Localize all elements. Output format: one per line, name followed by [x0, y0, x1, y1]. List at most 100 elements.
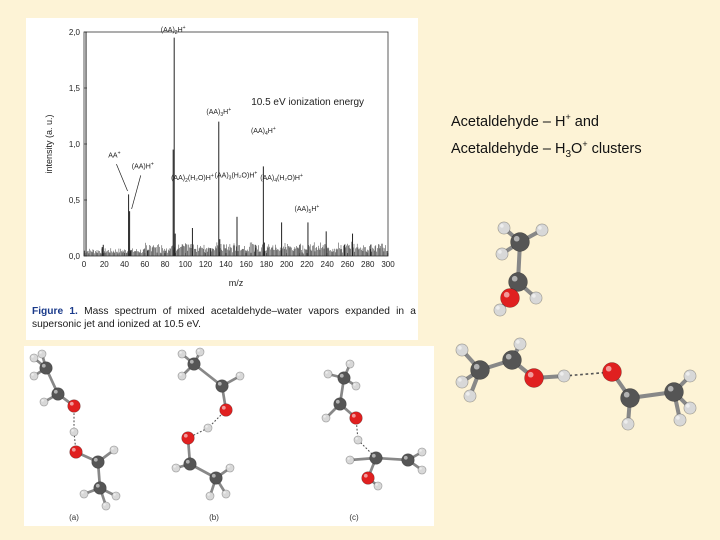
atom-highlight: [323, 415, 326, 418]
hydrogen-atom: [225, 463, 235, 473]
peak-annotation: (AA)2H+: [161, 25, 186, 36]
atom-highlight: [473, 363, 480, 370]
hydrogen-atom: [455, 375, 469, 389]
hydrogen-atom: [221, 489, 231, 499]
x-tick-label: 300: [381, 260, 395, 269]
carbon-atom: [620, 388, 640, 408]
x-tick-label: 100: [179, 260, 193, 269]
atom-highlight: [81, 491, 84, 494]
carbon-atom: [183, 457, 197, 471]
hydrogen-atom: [37, 349, 47, 359]
x-tick-label: 40: [120, 260, 129, 269]
hydrogen-atom: [203, 423, 213, 433]
hydrogen-atom: [455, 343, 469, 357]
carbon-atom: [664, 382, 684, 402]
y-tick-label: 0,0: [69, 252, 81, 261]
hydrogen-atom: [495, 247, 509, 261]
hydrogen-atom: [79, 489, 89, 499]
atom-highlight: [516, 340, 520, 344]
hydrogen-atom: [535, 223, 549, 237]
atom-highlight: [227, 465, 230, 468]
y-tick-label: 1,0: [69, 140, 81, 149]
atom-highlight: [351, 413, 356, 418]
hydrogen-atom: [69, 427, 79, 437]
y-tick-label: 1,5: [69, 84, 81, 93]
atom-highlight: [560, 372, 564, 376]
atom-highlight: [347, 457, 350, 460]
hydrogen-atom: [321, 413, 331, 423]
peak-annotations: (AA)2H+(AA)3H+(AA)4H+AA+(AA)H+(AA)2(H₂O)…: [108, 25, 319, 215]
hydrogen-atom: [497, 221, 511, 235]
hydrogen-atom: [345, 455, 355, 465]
atom-highlight: [111, 447, 114, 450]
x-tick-label: 240: [321, 260, 335, 269]
oxygen-atom: [181, 431, 195, 445]
oxygen-atom: [67, 399, 81, 413]
hydrogen-atom: [417, 465, 427, 475]
oxygen-atom: [524, 368, 544, 388]
hydrogen-atom: [493, 303, 507, 317]
hydrogen-atom: [345, 359, 355, 369]
hydrogen-atom: [205, 491, 215, 501]
oxygen-atom: [361, 471, 375, 485]
hydrogen-atom: [235, 371, 245, 381]
atom-highlight: [686, 404, 690, 408]
peak-annotation: (AA)3(H₂O)H+: [215, 171, 258, 182]
title-line-1: Acetaldehyde – H+ and: [451, 112, 599, 130]
atom-highlight: [41, 399, 44, 402]
x-tick-label: 120: [199, 260, 213, 269]
carbon-atom: [337, 371, 351, 385]
hydrogen-atom: [109, 445, 119, 455]
atom-highlight: [335, 399, 340, 404]
carbon-atom: [401, 453, 415, 467]
atom-highlight: [496, 306, 500, 310]
x-tick-label: 60: [140, 260, 149, 269]
oxygen-atom: [602, 362, 622, 382]
hydrogen-atom: [373, 481, 383, 491]
atom-highlight: [197, 349, 200, 352]
atom-highlight: [498, 250, 502, 254]
hydrogen-atom: [513, 337, 527, 351]
x-tick-label: 160: [239, 260, 253, 269]
atom-highlight: [527, 371, 534, 378]
atom-highlight: [371, 453, 376, 458]
atom-highlight: [95, 483, 100, 488]
atom-highlight: [325, 371, 328, 374]
atom-highlight: [185, 459, 190, 464]
oxygen-atom: [219, 403, 233, 417]
hydrogen-atom: [29, 371, 39, 381]
atom-highlight: [113, 493, 116, 496]
carbon-atom: [215, 379, 229, 393]
structure-label: (a): [69, 513, 79, 522]
atom-highlight: [623, 391, 630, 398]
carbon-atom: [502, 350, 522, 370]
atom-highlight: [511, 275, 518, 282]
atom-highlight: [217, 381, 222, 386]
structures-diagram: (a)(b)(c): [29, 347, 427, 522]
hydrogen-atom: [29, 353, 39, 363]
atom-highlight: [39, 351, 42, 354]
x-tick-label: 280: [361, 260, 375, 269]
hydrogen-atom: [621, 417, 635, 431]
carbon-atom: [470, 360, 490, 380]
oxygen-atom: [69, 445, 83, 459]
atom-highlight: [71, 447, 76, 452]
hydrogen-atom: [683, 369, 697, 383]
carbon-atom: [209, 471, 223, 485]
ionization-energy-label: 10.5 eV ionization energy: [251, 97, 364, 108]
figure-label: Figure 1.: [32, 306, 78, 317]
figure-caption: Figure 1. Mass spectrum of mixed acetald…: [32, 305, 416, 331]
x-axis-label: m/z: [229, 278, 244, 288]
atom-highlight: [538, 226, 542, 230]
annotation-arrow: [131, 175, 142, 210]
atom-highlight: [686, 372, 690, 376]
y-tick-label: 0,5: [69, 196, 81, 205]
peak-annotation: AA+: [108, 150, 120, 159]
atom-highlight: [347, 361, 350, 364]
peak-annotation: (AA)3H+: [206, 107, 231, 118]
hydrogen-atom: [177, 349, 187, 359]
figure-caption-text: Mass spectrum of mixed acetaldehyde–wate…: [32, 306, 416, 330]
atom-highlight: [466, 392, 470, 396]
atom-highlight: [71, 429, 74, 432]
